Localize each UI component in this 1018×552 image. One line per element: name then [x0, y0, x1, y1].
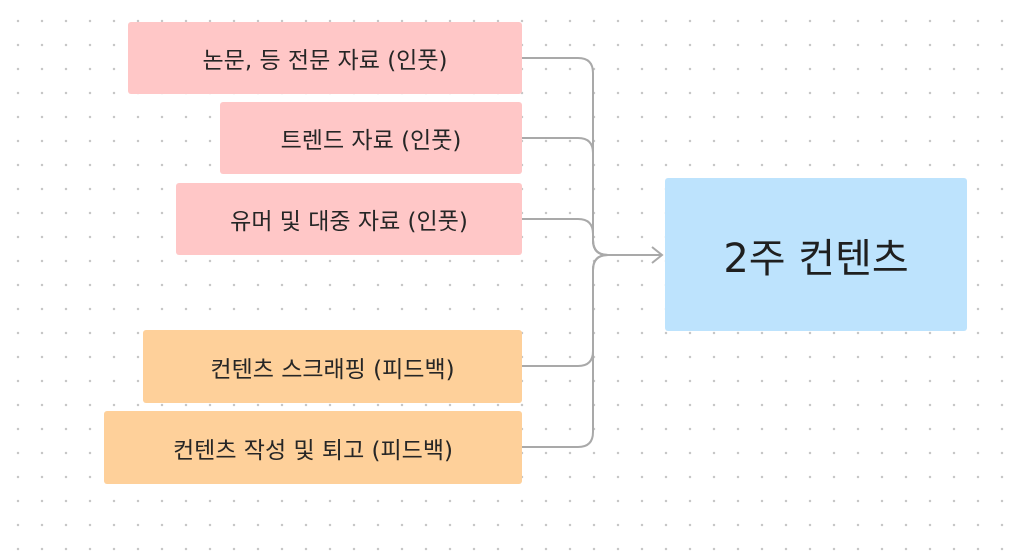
- input-node-trend[interactable]: 트렌드 자료 (인풋): [220, 102, 522, 174]
- connector-feedback-2: [522, 254, 662, 448]
- input-node-humor[interactable]: 유머 및 대중 자료 (인풋): [176, 183, 522, 255]
- input-node-humor-label: 유머 및 대중 자료 (인풋): [230, 209, 468, 235]
- target-node[interactable]: 2주 컨텐츠: [665, 178, 967, 331]
- input-node-trend-label: 트렌드 자료 (인풋): [280, 128, 462, 154]
- target-node-label: 2주 컨텐츠: [723, 235, 909, 282]
- arrow-head: [651, 246, 664, 264]
- feedback-node-writing[interactable]: 컨텐츠 작성 및 퇴고 (피드백): [104, 411, 522, 484]
- feedback-node-writing-label: 컨텐츠 작성 및 퇴고 (피드백): [173, 437, 453, 464]
- input-node-academic[interactable]: 논문, 등 전문 자료 (인풋): [128, 22, 522, 94]
- feedback-node-scraping[interactable]: 컨텐츠 스크래핑 (피드백): [143, 330, 522, 403]
- feedback-node-scraping-label: 컨텐츠 스크래핑 (피드백): [210, 356, 455, 383]
- connector-input-3: [522, 218, 662, 256]
- input-node-academic-label: 논문, 등 전문 자료 (인풋): [202, 48, 448, 74]
